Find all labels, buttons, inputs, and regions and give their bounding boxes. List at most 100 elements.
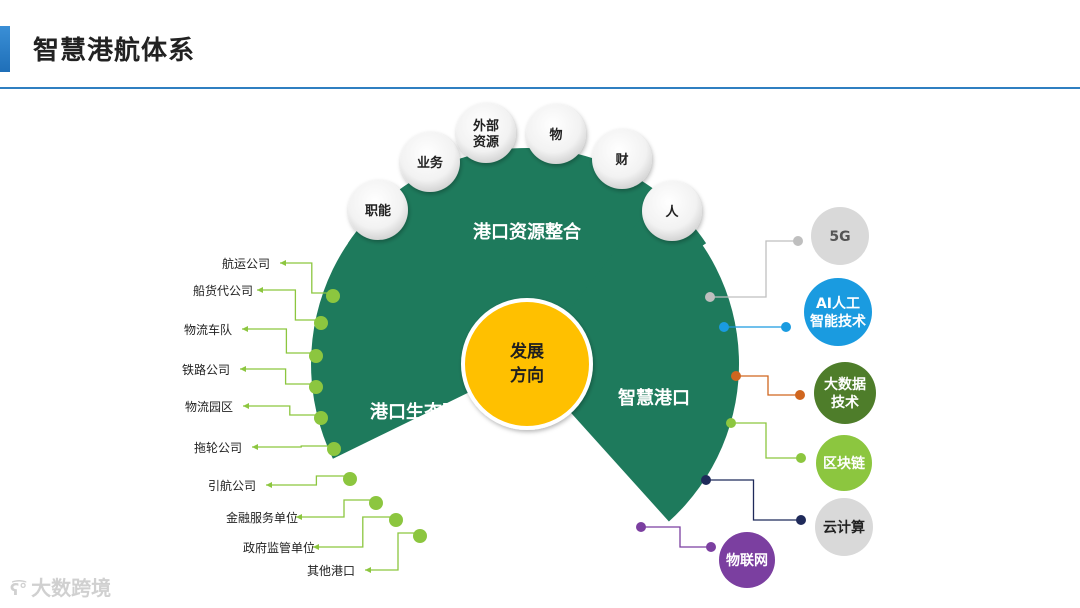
technology-label: AI人工 <box>816 295 860 312</box>
technology-connector <box>706 479 801 521</box>
top-bubble-label: 职能 <box>365 203 391 219</box>
page-title: 智慧港航体系 <box>33 36 196 66</box>
top-bubble-label: 业务 <box>417 155 444 171</box>
top-bubble-label: 人 <box>665 204 679 220</box>
ecosystem-dot <box>314 411 328 425</box>
ecosystem-connector <box>252 445 334 448</box>
center-circle <box>461 298 593 430</box>
connector-arrow-icon <box>365 567 371 573</box>
technology-item: 5G <box>705 207 869 302</box>
top-bubble-circle <box>348 180 408 240</box>
technology-circle <box>816 435 872 491</box>
ecosystem-connector <box>243 405 321 416</box>
ecosystem-connector <box>313 516 396 548</box>
top-bubble-circle <box>592 129 652 189</box>
technology-end-dot <box>706 542 716 552</box>
top-bubble-circle <box>642 181 702 241</box>
technology-dot <box>726 418 736 428</box>
technology-circle <box>804 278 872 346</box>
top-bubble: 职能 <box>348 180 408 240</box>
ecosystem-item: 物流园区 <box>185 400 328 425</box>
ecosystem-label: 航运公司 <box>222 256 270 271</box>
top-bubble: 业务 <box>400 132 460 192</box>
sector-left-label: 港口生态圈 <box>370 401 460 423</box>
top-bubbles: 职能业务外部资源物财人 <box>348 103 702 241</box>
technology-label: 区块链 <box>823 455 866 472</box>
technology-label: 技术 <box>831 394 859 411</box>
ecosystem-connector <box>257 289 321 321</box>
technology-connector <box>731 422 801 459</box>
watermark-text: 大数跨境 <box>31 576 112 600</box>
technology-end-dot <box>795 390 805 400</box>
sector-right-label: 智慧港口 <box>618 387 690 409</box>
watermark: ʕ͡°大数跨境 <box>10 572 111 601</box>
top-bubble-label: 资源 <box>473 134 499 150</box>
ecosystem-connector <box>296 499 376 518</box>
connector-arrow-icon <box>252 444 258 450</box>
technology-label: 智能技术 <box>809 313 866 330</box>
technology-connector <box>641 526 711 548</box>
technology-connector <box>710 240 798 298</box>
top-bubble-label: 外部 <box>472 118 499 134</box>
top-bubble: 人 <box>642 181 702 241</box>
ecosystem-dot <box>309 380 323 394</box>
ecosystem-dot <box>326 289 340 303</box>
technology-label: 物联网 <box>726 552 768 569</box>
connector-arrow-icon <box>296 514 302 520</box>
technology-circle <box>814 362 876 424</box>
technology-end-dot <box>793 236 803 246</box>
technology-connector <box>736 375 800 396</box>
connector-arrow-icon <box>280 260 286 266</box>
technology-label: 5G <box>829 229 850 245</box>
ecosystem-label: 物流车队 <box>184 322 232 337</box>
watermark-logo-icon: ʕ͡° <box>10 580 28 599</box>
connector-arrow-icon <box>313 544 319 550</box>
technology-label: 大数据 <box>824 376 866 393</box>
ecosystem-item: 政府监管单位 <box>243 513 403 555</box>
ecosystem-connector <box>242 328 316 354</box>
top-bubble: 物 <box>526 104 586 164</box>
technology-end-dot <box>781 322 791 332</box>
top-bubble-label: 财 <box>615 152 628 168</box>
technology-item: 区块链 <box>726 418 872 491</box>
technology-label: 云计算 <box>823 519 865 536</box>
title-accent-bar <box>0 26 10 72</box>
ecosystem-dot <box>369 496 383 510</box>
ecosystem-dot <box>343 472 357 486</box>
ecosystem-item: 航运公司 <box>222 256 340 303</box>
ecosystem-dot <box>389 513 403 527</box>
ecosystem-label: 物流园区 <box>185 400 233 414</box>
ecosystem-item: 船货代公司 <box>193 283 328 330</box>
ecosystem-dot <box>327 442 341 456</box>
ecosystem-dot <box>309 349 323 363</box>
ecosystem-label: 金融服务单位 <box>226 510 298 525</box>
technology-item: 云计算 <box>701 475 873 556</box>
technology-circle <box>719 532 775 588</box>
ecosystem-dot <box>413 529 427 543</box>
ecosystem-label: 拖轮公司 <box>194 441 242 455</box>
technology-dot <box>719 322 729 332</box>
ecosystem-item: 金融服务单位 <box>226 496 383 525</box>
ecosystem-item: 其他港口 <box>307 529 427 578</box>
top-bubble-circle <box>526 104 586 164</box>
title-divider <box>0 87 1080 89</box>
ecosystem-label: 引航公司 <box>208 478 256 493</box>
connector-arrow-icon <box>266 482 272 488</box>
ecosystem-item: 铁路公司 <box>182 362 323 394</box>
ecosystem-label: 船货代公司 <box>193 283 253 298</box>
ecosystem-connector <box>240 368 316 385</box>
ecosystem-item: 拖轮公司 <box>194 441 341 456</box>
ecosystem-dot <box>314 316 328 330</box>
ecosystem-item: 引航公司 <box>208 472 357 493</box>
center-label-line1: 发展 <box>509 341 544 362</box>
connectors-layer <box>240 240 801 573</box>
connector-arrow-icon <box>242 326 248 332</box>
technology-circle <box>811 207 869 265</box>
technology-dot <box>705 292 715 302</box>
technology-end-dot <box>796 453 806 463</box>
ecosystem-connector <box>266 475 350 486</box>
top-bubble-circle <box>456 103 516 163</box>
